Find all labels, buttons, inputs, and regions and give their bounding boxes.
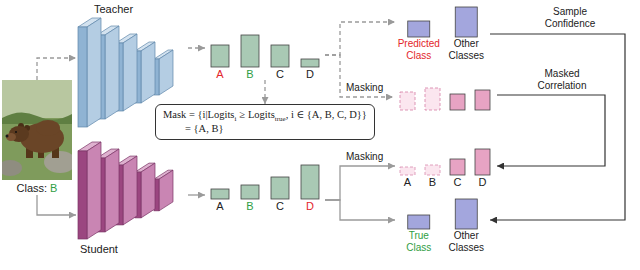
logit-bar bbox=[455, 7, 477, 37]
mask-formula: = {A, B} bbox=[185, 123, 223, 134]
flow-arrow bbox=[325, 166, 395, 200]
class-letter: C bbox=[265, 200, 295, 212]
logit-bar bbox=[455, 199, 477, 229]
teacher-confidence-chart: Predicted ClassOther Classes bbox=[395, 4, 490, 62]
student-confidence-chart: True ClassOther Classes bbox=[395, 198, 490, 254]
class-letter: A bbox=[205, 68, 235, 80]
logit-bar bbox=[475, 90, 490, 110]
class-letter: B bbox=[235, 200, 265, 212]
mask-formula: i bbox=[234, 115, 236, 123]
layer-block bbox=[78, 142, 101, 239]
bar-chart bbox=[205, 28, 325, 68]
class-letter: B bbox=[235, 68, 265, 80]
logit-bar bbox=[408, 215, 430, 229]
annotation-label: Masking bbox=[344, 82, 385, 94]
network-name: Student bbox=[80, 242, 188, 256]
mask-formula: ≥ Logits bbox=[240, 109, 275, 120]
flow-arrow bbox=[37, 195, 76, 215]
layer-block bbox=[78, 18, 101, 127]
layer-block bbox=[154, 170, 173, 211]
layer-block bbox=[135, 42, 155, 103]
masking-arrow bbox=[325, 55, 393, 97]
logit-bar bbox=[241, 35, 259, 67]
network-name: Teacher bbox=[94, 2, 188, 16]
masked-bar bbox=[425, 165, 440, 175]
flow-arrow bbox=[37, 58, 76, 80]
masked-teacher-chart bbox=[400, 88, 490, 110]
student-masked-chart: ABCD bbox=[395, 142, 495, 188]
flow-arrow bbox=[188, 47, 205, 48]
logit-bar bbox=[211, 189, 229, 199]
flow-arrow bbox=[325, 22, 395, 55]
mask-formula: Mask = {i|Logits bbox=[163, 109, 234, 120]
edge-label: Masking bbox=[344, 151, 385, 163]
class-label: B bbox=[50, 182, 57, 195]
logit-bar bbox=[301, 59, 319, 67]
masked-bar bbox=[400, 92, 415, 110]
class-label: Class: bbox=[17, 182, 48, 195]
bear-photo bbox=[2, 80, 72, 180]
class-letter: D bbox=[295, 68, 325, 80]
teacher-logits: ABCD bbox=[205, 28, 325, 80]
mask-formula: , i ∈ {A, B, C, D}} bbox=[286, 109, 367, 120]
logit-bar bbox=[301, 165, 319, 199]
student-network: Student bbox=[76, 140, 188, 256]
class-letter: C bbox=[445, 176, 470, 188]
class-group-label: Other Classes bbox=[443, 38, 491, 62]
layer-block bbox=[135, 163, 155, 218]
logit-bar bbox=[211, 45, 229, 67]
class-letter: D bbox=[470, 176, 495, 188]
class-group-label: Other Classes bbox=[443, 230, 491, 254]
bar-chart bbox=[395, 198, 490, 230]
flow-arrow bbox=[264, 80, 265, 104]
flow-arrow bbox=[325, 200, 395, 220]
mask-box: Mask = {i|Logitsi ≥ Logitstrue, i ∈ {A, B… bbox=[155, 104, 375, 140]
flow-arrow bbox=[490, 34, 625, 220]
layer-block bbox=[154, 50, 173, 95]
class-letter: A bbox=[205, 200, 235, 212]
logit-bar bbox=[408, 21, 430, 37]
class-group-label: True Class bbox=[395, 230, 443, 254]
logit-bar bbox=[450, 159, 465, 175]
flow-arrow bbox=[188, 194, 205, 195]
class-group-label: Predicted Class bbox=[395, 38, 443, 62]
bar-chart bbox=[395, 142, 495, 176]
logit-bar bbox=[271, 177, 289, 199]
network-illustration bbox=[76, 140, 188, 242]
masked-bar bbox=[400, 167, 415, 175]
mask-formula: true bbox=[275, 115, 286, 123]
input-image: Class:B bbox=[2, 80, 72, 195]
class-letter: C bbox=[265, 68, 295, 80]
student-logits: ABCD bbox=[205, 160, 325, 212]
class-letter: A bbox=[395, 176, 420, 188]
masked-bar bbox=[425, 88, 440, 110]
bar-chart bbox=[395, 4, 490, 38]
logit-bar bbox=[271, 45, 289, 67]
logit-bar bbox=[241, 185, 259, 199]
correlation-arrow bbox=[497, 95, 605, 166]
bar-chart bbox=[205, 160, 325, 200]
logit-bar bbox=[450, 94, 465, 110]
class-letter: B bbox=[420, 176, 445, 188]
edge-label: Sample Confidence bbox=[528, 6, 612, 30]
class-letter: D bbox=[295, 200, 325, 212]
annotation-label: Masked Correlation bbox=[520, 68, 604, 92]
logit-bar bbox=[475, 149, 490, 175]
